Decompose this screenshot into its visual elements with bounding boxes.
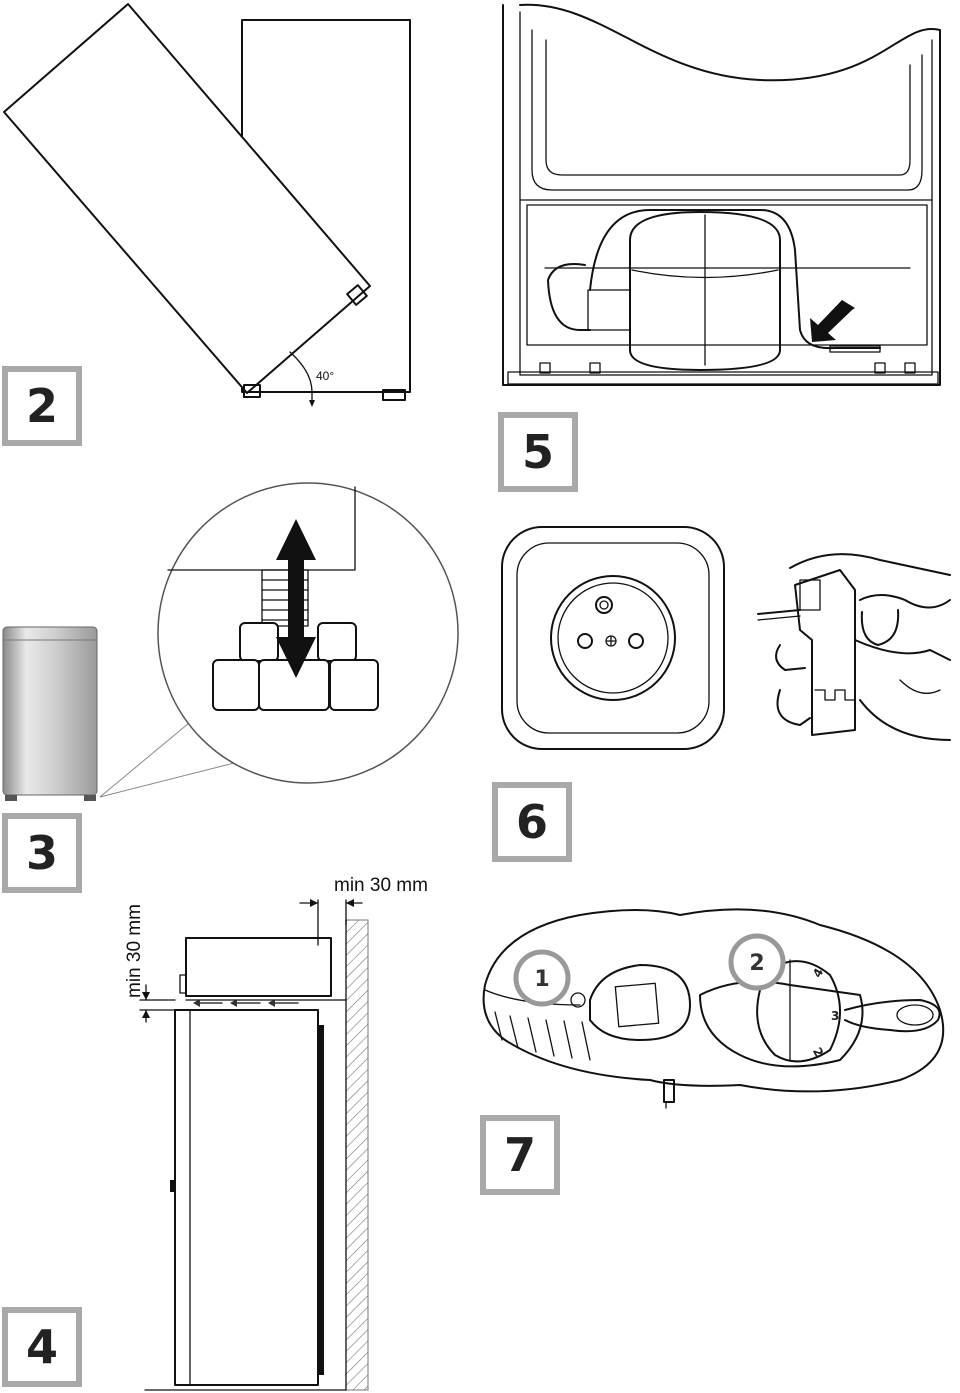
figure-2-tilt: 40° [3, 3, 411, 407]
figure-7-thermostat: 4 3 2 1 2 [482, 908, 945, 1109]
figure-6-number: 6 [492, 782, 572, 862]
figure-4-number: 4 [2, 1307, 82, 1387]
callout-1: 1 [534, 967, 549, 992]
angle-label: 40° [316, 369, 334, 383]
figure-3-number: 3 [2, 813, 82, 893]
figure-4-clearance: min 30 mm min 30 mm [124, 875, 428, 1391]
dial-mark-3: 3 [831, 1009, 839, 1023]
callout-2: 2 [749, 951, 764, 976]
figure-7-number: 7 [480, 1115, 560, 1195]
figure-5-number: 5 [498, 412, 578, 492]
figure-6-socket [501, 526, 951, 750]
top-gap-label: min 30 mm [124, 904, 145, 998]
side-gap-label: min 30 mm [334, 875, 428, 896]
figure-5-compressor [502, 3, 941, 386]
figure-3-leveling [2, 482, 459, 801]
figure-2-number: 2 [2, 366, 82, 446]
